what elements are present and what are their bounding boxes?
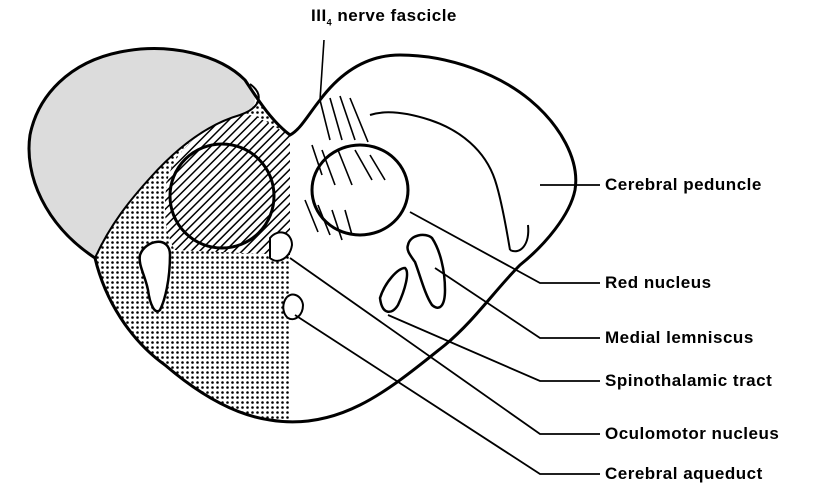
label-cerebral-peduncle: Cerebral peduncle — [605, 175, 762, 195]
label-medial-lemniscus: Medial lemniscus — [605, 328, 754, 348]
fascicle-prefix: III — [311, 6, 327, 25]
label-spinothalamic-tract: Spinothalamic tract — [605, 371, 772, 391]
fascicle-subscript: 4 — [327, 17, 333, 27]
label-oculomotor-nucleus: Oculomotor nucleus — [605, 424, 779, 444]
lesion-shaded-half — [29, 49, 292, 420]
label-red-nucleus: Red nucleus — [605, 273, 712, 293]
label-cerebral-aqueduct: Cerebral aqueduct — [605, 464, 763, 484]
oculomotor-nucleus-shape — [283, 295, 303, 320]
fascicle-rest: nerve fascicle — [337, 6, 456, 25]
label-iii-nerve-fascicle: III4 nerve fascicle — [311, 6, 457, 27]
